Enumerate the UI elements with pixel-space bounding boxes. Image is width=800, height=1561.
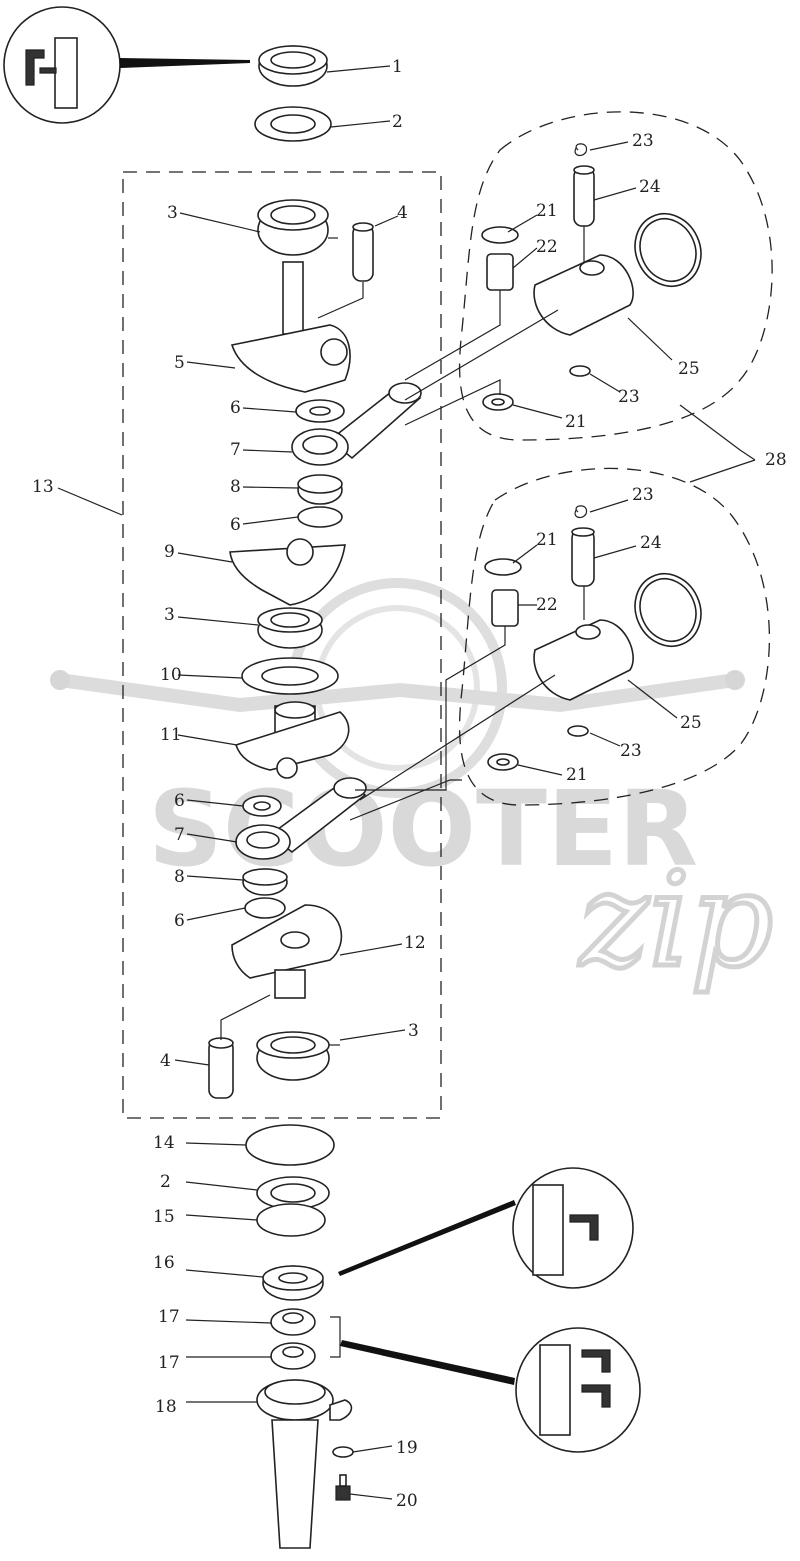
- label-13: 13: [32, 477, 54, 497]
- label-25-lower: 25: [680, 713, 702, 733]
- label-17-a: 17: [158, 1307, 180, 1327]
- label-22-lower: 22: [536, 595, 558, 615]
- label-23-lower-b: 23: [620, 741, 642, 761]
- watermark-brand: SCOOTER: [148, 768, 698, 890]
- watermark-suffix: zip: [578, 844, 773, 996]
- label-24-upper: 24: [639, 177, 661, 197]
- piston-group-lower: [484, 505, 702, 771]
- label-7-upper: 7: [230, 440, 241, 460]
- label-21-upper-b: 21: [565, 412, 587, 432]
- label-3-top: 3: [167, 203, 178, 223]
- label-21-lower-b: 21: [566, 765, 588, 785]
- label-2-top: 2: [392, 112, 403, 132]
- label-23-upper-b: 23: [618, 387, 640, 407]
- inset-detail-seal: [338, 1167, 634, 1289]
- label-16: 16: [153, 1253, 175, 1273]
- label-17-b: 17: [158, 1353, 180, 1373]
- label-23-upper-a: 23: [632, 131, 654, 151]
- label-6-a: 6: [230, 398, 241, 418]
- label-5: 5: [174, 353, 185, 373]
- label-18: 18: [155, 1397, 177, 1417]
- inset-detail-top: [3, 6, 250, 124]
- label-2-lower: 2: [160, 1172, 171, 1192]
- label-11: 11: [160, 725, 182, 745]
- crankshaft-assembly-outline: [122, 171, 442, 1119]
- leader-lines: [57, 65, 756, 1500]
- label-3-middle: 3: [164, 605, 175, 625]
- label-6-c: 6: [174, 791, 185, 811]
- label-6-d: 6: [174, 911, 185, 931]
- label-25-upper: 25: [678, 359, 700, 379]
- inset-detail-double-seal: [330, 1316, 641, 1453]
- label-8-upper: 8: [230, 477, 241, 497]
- label-14: 14: [153, 1133, 175, 1153]
- label-4-lower: 4: [160, 1051, 171, 1071]
- label-10: 10: [160, 665, 182, 685]
- label-7-lower: 7: [174, 825, 185, 845]
- watermark: SCOOTER zip: [50, 578, 776, 999]
- label-4-top: 4: [397, 203, 408, 223]
- label-28: 28: [765, 450, 787, 470]
- parts-stack: [208, 45, 422, 1549]
- label-20: 20: [396, 1491, 418, 1511]
- label-22-upper: 22: [536, 237, 558, 257]
- label-15: 15: [153, 1207, 175, 1227]
- label-12: 12: [404, 933, 426, 953]
- part-number-labels: 1 2 3 4 5 6 7 8 6 9 3 10 11 6 7 8 6 12 4…: [32, 57, 787, 1511]
- label-19: 19: [396, 1438, 418, 1458]
- label-9: 9: [164, 542, 175, 562]
- label-24-lower: 24: [640, 533, 662, 553]
- label-23-lower-a: 23: [632, 485, 654, 505]
- label-21-upper-a: 21: [536, 201, 558, 221]
- label-21-lower-a: 21: [536, 530, 558, 550]
- piston-group-upper-outline: [458, 111, 773, 441]
- label-3-lower: 3: [408, 1021, 419, 1041]
- label-6-b: 6: [230, 515, 241, 535]
- label-8-lower: 8: [174, 867, 185, 887]
- label-1: 1: [392, 57, 403, 77]
